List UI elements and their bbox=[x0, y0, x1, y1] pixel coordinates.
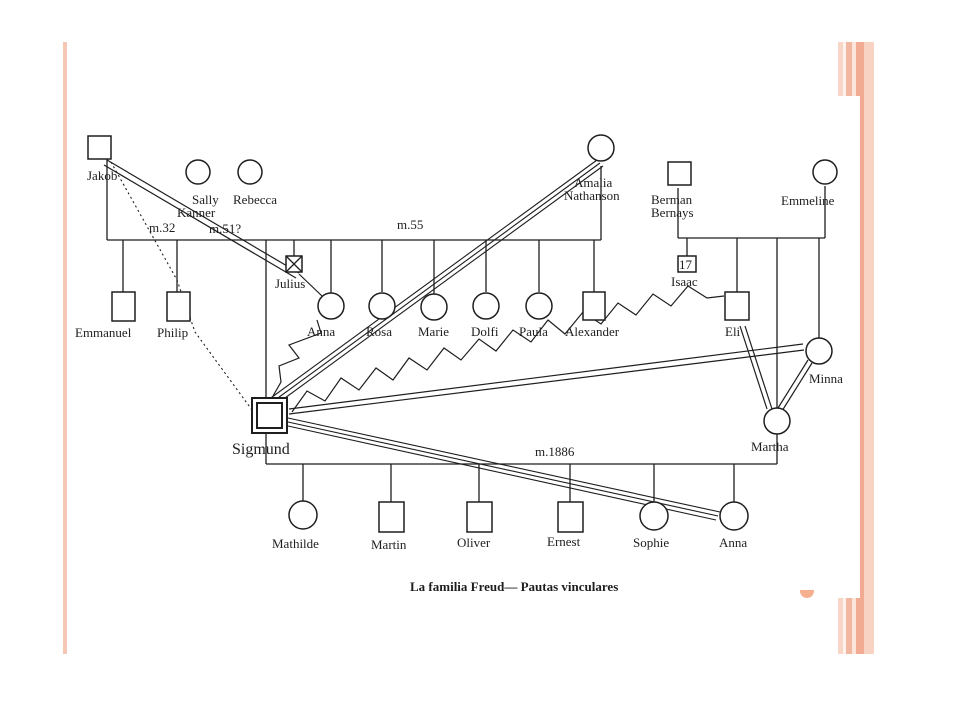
martin-square bbox=[378, 501, 405, 533]
eli-sigmund-conflict-line bbox=[291, 285, 725, 413]
sophie-label: Sophie bbox=[633, 535, 669, 550]
relationship-lines bbox=[103, 159, 813, 521]
isaac-square bbox=[677, 255, 697, 273]
minna-label: Minna bbox=[809, 371, 843, 386]
sally-circle bbox=[185, 159, 211, 185]
genogram-svg: Jakob Sally Kanner Rebecca Amalia Nathan… bbox=[75, 134, 843, 594]
marriage-label-m55: m.55 bbox=[397, 217, 423, 232]
philip-square bbox=[166, 291, 191, 322]
emmeline-circle bbox=[812, 159, 838, 185]
julius-anna-line bbox=[298, 273, 323, 297]
alexander-label: Alexander bbox=[565, 324, 620, 339]
paula-label: Paula bbox=[519, 324, 548, 339]
sigmund-anna-fused-line bbox=[287, 417, 721, 521]
berman-label: Berman Bernays bbox=[651, 192, 695, 220]
isaac-label: Isaac bbox=[671, 274, 698, 289]
labels: Jakob Sally Kanner Rebecca Amalia Nathan… bbox=[75, 168, 843, 594]
eli-martha-close-line bbox=[739, 325, 773, 410]
isaac-age-label: 17 bbox=[679, 257, 693, 272]
berman-square bbox=[667, 161, 692, 186]
amalia-label-line1: Amalia bbox=[574, 175, 612, 190]
emmanuel-label: Emmanuel bbox=[75, 325, 132, 340]
mathilde-circle bbox=[288, 500, 318, 530]
marriage-label-m51: m.51? bbox=[209, 221, 241, 236]
dolfi-label: Dolfi bbox=[471, 324, 499, 339]
sally-label-line1: Sally bbox=[192, 192, 219, 207]
sigmund-minna-close-line bbox=[288, 343, 805, 415]
eli-label: Eli bbox=[725, 324, 741, 339]
rosa-circle bbox=[368, 292, 396, 320]
ernest-square bbox=[557, 501, 584, 533]
marriage-label-m32: m.32 bbox=[149, 220, 175, 235]
anna-daughter-circle bbox=[719, 501, 749, 531]
amalia-label: Amalia Nathanson bbox=[564, 175, 620, 203]
minna-circle bbox=[805, 337, 833, 365]
marie-circle bbox=[420, 293, 448, 321]
eli-square bbox=[724, 291, 750, 321]
jakob-square bbox=[87, 135, 112, 160]
martha-circle bbox=[763, 407, 791, 435]
martin-label: Martin bbox=[371, 537, 407, 552]
sigmund-inner-square bbox=[256, 402, 283, 429]
jakob-julius-close-line bbox=[103, 159, 300, 279]
oliver-square bbox=[466, 501, 493, 533]
julius-label: Julius bbox=[275, 276, 305, 291]
ernest-label: Ernest bbox=[547, 534, 581, 549]
left-border-line bbox=[63, 42, 67, 654]
minna-martha-close-line bbox=[777, 359, 813, 412]
genogram-figure: Jakob Sally Kanner Rebecca Amalia Nathan… bbox=[67, 96, 860, 598]
amalia-label-line2: Nathanson bbox=[564, 188, 620, 203]
marriage-label-m1886: m.1886 bbox=[535, 444, 575, 459]
figure-caption: La familia Freud— Pautas vinculares bbox=[410, 579, 618, 594]
emmeline-label: Emmeline bbox=[781, 193, 835, 208]
kinship-lines bbox=[106, 158, 826, 502]
berman-label-line2: Bernays bbox=[651, 205, 694, 220]
sally-label: Sally Kanner bbox=[177, 192, 222, 220]
jakob-label: Jakob bbox=[87, 168, 117, 183]
emmanuel-square bbox=[111, 291, 136, 322]
sigmund-label: Sigmund bbox=[232, 441, 290, 458]
dolfi-circle bbox=[472, 292, 500, 320]
berman-label-line1: Berman bbox=[651, 192, 693, 207]
sophie-circle bbox=[639, 501, 669, 531]
rebecca-circle bbox=[237, 159, 263, 185]
julius-deceased-cross-icon bbox=[285, 255, 303, 273]
jakob-sigmund-distant-line bbox=[110, 161, 253, 411]
right-decorative-dot bbox=[800, 590, 814, 598]
philip-label: Philip bbox=[157, 325, 188, 340]
martha-label: Martha bbox=[751, 439, 789, 454]
oliver-label: Oliver bbox=[457, 535, 491, 550]
marie-label: Marie bbox=[418, 324, 449, 339]
anna-sigmund-conflict-line bbox=[272, 319, 322, 397]
mathilde-label: Mathilde bbox=[272, 536, 319, 551]
amalia-circle bbox=[587, 134, 615, 162]
sally-label-line2: Kanner bbox=[177, 205, 216, 220]
rebecca-label: Rebecca bbox=[233, 192, 277, 207]
anna-sister-label: Anna bbox=[307, 324, 335, 339]
anna-daughter-label: Anna bbox=[719, 535, 747, 550]
alexander-square bbox=[582, 291, 606, 321]
anna-sister-circle bbox=[317, 292, 345, 320]
paula-circle bbox=[525, 292, 553, 320]
rosa-label: Rosa bbox=[366, 324, 392, 339]
amalia-sigmund-fused-line bbox=[267, 159, 604, 407]
